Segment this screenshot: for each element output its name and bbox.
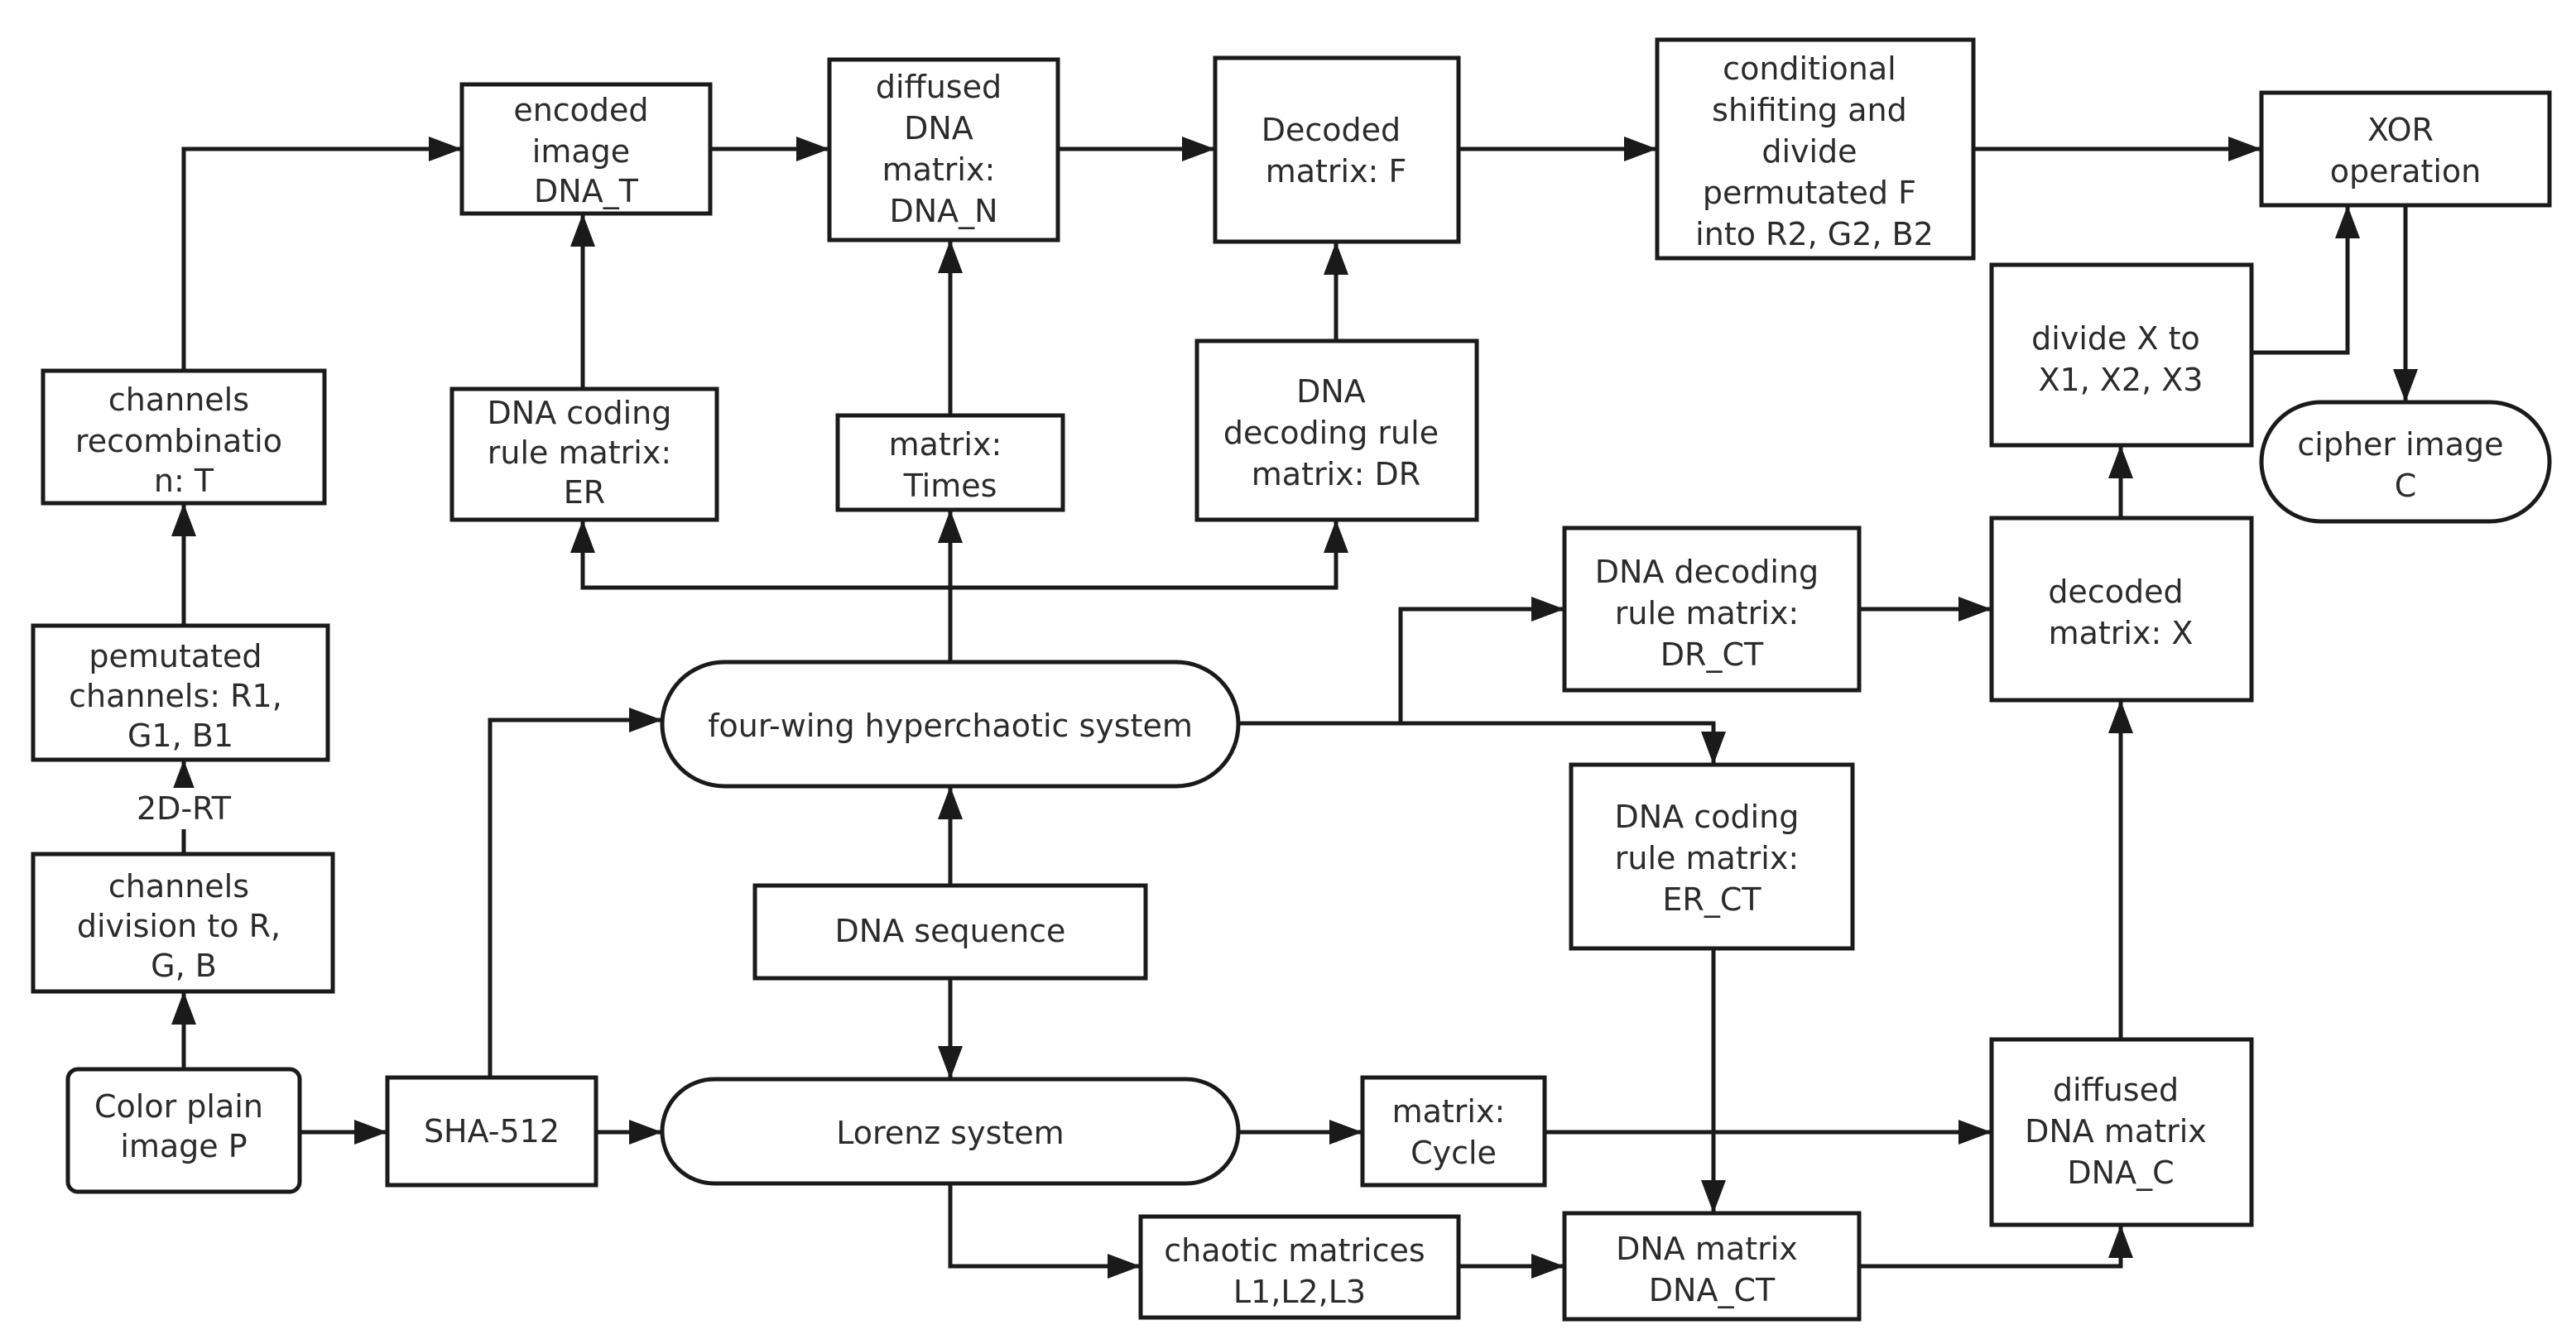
edge-lorenz-to-chaotic [948, 1183, 1141, 1279]
node-chaotic-matrices[interactable]: chaotic matrices L1,L2,L3 [1138, 1214, 1461, 1320]
node-dna-matrix-ct[interactable]: DNA matrix DNA_CT [1562, 1211, 1862, 1322]
node-sha-512-text: SHA-512 [424, 1113, 560, 1150]
node-decoded-matrix-x[interactable]: decoded matrix: X [1989, 516, 2254, 703]
edge-four-wing-to-er-ct [1238, 721, 1726, 765]
edge-dna-ct-to-diffused-c [1859, 1225, 2133, 1269]
node-dna-decoding-rule-dr-ct-text: DNA decoding rule matrix: DR_CT [1595, 554, 1829, 673]
node-color-plain-image-text: Color plain image P [94, 1088, 273, 1164]
node-color-plain-image[interactable]: Color plain image P [65, 1067, 302, 1194]
node-conditional-shifting[interactable]: conditional shifiting and divide permuta… [1655, 37, 1976, 261]
node-pemutated-channels[interactable]: pemutated channels: R1, G1, B1 [31, 623, 330, 762]
node-dna-coding-rule-er-ct-text: DNA coding rule matrix: ER_CT [1615, 799, 1809, 918]
node-dna-decoding-rule-dr-ct[interactable]: DNA decoding rule matrix: DR_CT [1562, 526, 1862, 693]
node-xor-operation-text: XOR operation [2330, 112, 2481, 190]
label-2d-rt: 2D-RT [137, 790, 232, 827]
label-2d-rt-bg [116, 788, 252, 828]
node-diffused-dna-matrix-c[interactable]: diffused DNA matrix DNA_C [1989, 1037, 2254, 1227]
node-divide-x[interactable]: divide X to X1, X2, X3 [1989, 262, 2254, 448]
node-matrix-times-text: matrix: Times [889, 426, 1012, 504]
node-channels-division[interactable]: channels division to R, G, B [31, 852, 335, 994]
node-pemutated-channels-text: pemutated channels: R1, G1, B1 [69, 638, 292, 754]
edge-four-wing-to-dr-ct [1238, 597, 1564, 726]
node-dna-decoding-rule-dr-text: DNA decoding rule matrix: DR [1223, 373, 1449, 492]
node-divide-x-text: divide X to X1, X2, X3 [2031, 320, 2210, 398]
node-xor-operation[interactable]: XOR operation [2259, 90, 2552, 208]
node-four-wing-system[interactable]: four-wing hyperchaotic system [660, 660, 1241, 789]
node-chaotic-matrices-text: chaotic matrices L1,L2,L3 [1164, 1232, 1435, 1310]
node-matrix-cycle-text: matrix: Cycle [1392, 1093, 1516, 1171]
node-diffused-dna-matrix-n-text: diffused DNA matrix: DNA_N [876, 69, 1012, 229]
node-dna-matrix-ct-text: DNA matrix DNA_CT [1616, 1231, 1808, 1308]
node-dna-sequence[interactable]: DNA sequence [752, 883, 1148, 981]
node-diffused-dna-matrix-c-text: diffused DNA matrix DNA_C [2025, 1072, 2217, 1191]
node-four-wing-system-text: four-wing hyperchaotic system [708, 708, 1193, 744]
node-dna-coding-rule-er[interactable]: DNA coding rule matrix: ER [449, 386, 719, 522]
node-lorenz-system[interactable]: Lorenz system [660, 1077, 1241, 1186]
node-matrix-cycle[interactable]: matrix: Cycle [1360, 1075, 1547, 1188]
node-channels-division-text: channels division to R, G, B [77, 868, 291, 984]
node-channels-recombination[interactable]: channels recombinatio n: T [41, 368, 327, 506]
node-matrix-times[interactable]: matrix: Times [835, 413, 1065, 512]
node-cipher-image-text: cipher image C [2297, 426, 2513, 504]
node-dna-coding-rule-er-text: DNA coding rule matrix: ER [488, 395, 682, 511]
node-channels-recombination-text: channels recombinatio n: T [75, 382, 292, 499]
edge-divide-x-to-xor [2252, 205, 2360, 355]
edge-sha-to-four-wing [488, 708, 662, 1078]
node-decoded-matrix-f-text: Decoded matrix: F [1262, 112, 1411, 190]
node-dna-decoding-rule-dr[interactable]: DNA decoding rule matrix: DR [1194, 338, 1479, 522]
node-encoded-image-text: encoded image DNA_T [513, 92, 658, 209]
node-lorenz-system-text: Lorenz system [836, 1115, 1064, 1151]
edge-recombination-to-encoded-image [181, 137, 462, 371]
node-dna-coding-rule-er-ct[interactable]: DNA coding rule matrix: ER_CT [1569, 762, 1855, 951]
edge-four-wing-to-er [570, 520, 950, 590]
edge-four-wing-to-dr [950, 520, 1348, 590]
node-dna-sequence-text: DNA sequence [835, 913, 1066, 949]
node-encoded-image[interactable]: encoded image DNA_T [459, 82, 713, 216]
node-decoded-matrix-f[interactable]: Decoded matrix: F [1213, 55, 1461, 244]
node-diffused-dna-matrix-n[interactable]: diffused DNA matrix: DNA_N [827, 57, 1060, 242]
nodes-layer: Color plain image P channels division to… [31, 37, 2552, 1322]
node-decoded-matrix-x-text: decoded matrix: X [2048, 574, 2193, 651]
node-cipher-image[interactable]: cipher image C [2259, 400, 2552, 524]
node-conditional-shifting-text: conditional shifiting and divide permuta… [1695, 50, 1934, 252]
node-sha-512[interactable]: SHA-512 [385, 1075, 598, 1188]
edges-layer [171, 137, 2418, 1279]
